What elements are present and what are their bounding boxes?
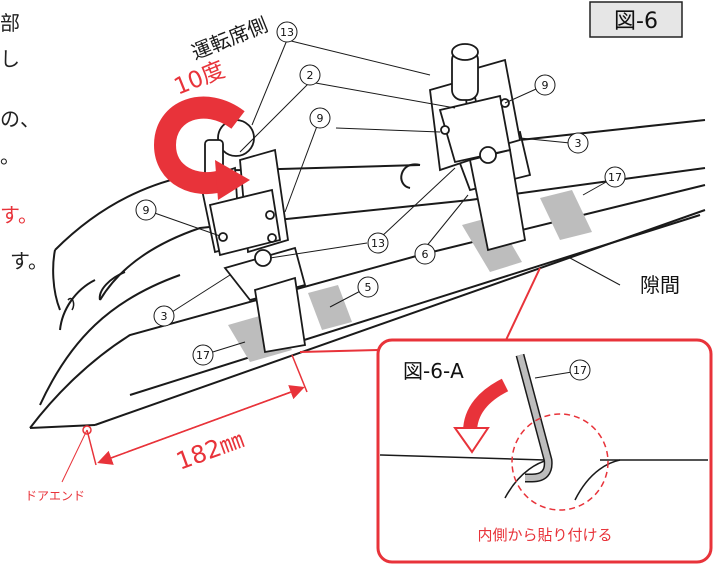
- svg-text:13: 13: [371, 237, 385, 250]
- svg-text:図-6: 図-6: [614, 9, 658, 34]
- callout: 17: [604, 166, 626, 188]
- callout: 13: [276, 21, 298, 43]
- text-fragment-red: す。: [0, 203, 38, 227]
- svg-text:3: 3: [575, 137, 582, 150]
- svg-text:2: 2: [307, 69, 314, 82]
- door-end-marker: [61, 425, 92, 483]
- gap-label: 隙間: [640, 273, 680, 297]
- svg-text:6: 6: [422, 248, 429, 261]
- inset-instruction: 内側から貼り付ける: [477, 526, 612, 544]
- door-end-label: ドアエンド: [25, 489, 85, 503]
- svg-text:17: 17: [608, 171, 622, 184]
- inset-connector: [299, 267, 541, 353]
- svg-text:13: 13: [280, 26, 294, 39]
- rotation-arrow-icon: [153, 96, 250, 200]
- callout: 2: [299, 64, 321, 86]
- svg-text:9: 9: [317, 112, 324, 125]
- svg-text:5: 5: [365, 281, 372, 294]
- inset-detail: 図-6-A 17 内側から貼り付ける: [376, 338, 713, 564]
- body-text-fragments: 部 し の、 。 す。 す。: [0, 11, 48, 273]
- svg-text:17: 17: [196, 349, 210, 362]
- callout: 9: [309, 107, 331, 129]
- text-fragment: 。: [0, 144, 20, 168]
- callout: 9: [534, 74, 556, 96]
- figure-label: 図-6: [589, 1, 683, 38]
- inset-callout: 17: [573, 364, 587, 377]
- dimension-line: [86, 354, 308, 466]
- svg-text:9: 9: [542, 79, 549, 92]
- callout: 17: [192, 344, 214, 366]
- svg-text:3: 3: [161, 310, 168, 323]
- rotation-side-label: 運転席側: [188, 12, 271, 64]
- callout: 5: [357, 276, 379, 298]
- text-fragment: の、: [0, 107, 40, 131]
- dimension-label: 182㎜: [172, 425, 247, 475]
- text-fragment: し: [0, 47, 20, 71]
- right-bracket: [429, 43, 532, 252]
- callout: 9: [135, 199, 157, 221]
- callouts: 13 2 9 9 13 9 3 6 17 5 3 17: [135, 21, 626, 366]
- callout: 6: [414, 243, 436, 265]
- leader-lines: [145, 39, 621, 356]
- callout: 13: [367, 232, 389, 254]
- inset-label: 図-6-A: [403, 359, 464, 383]
- left-bracket: [198, 119, 307, 354]
- text-fragment: す。: [10, 249, 48, 273]
- text-fragment: 部: [0, 11, 20, 35]
- callout: 3: [153, 305, 175, 327]
- svg-text:9: 9: [143, 204, 150, 217]
- press-arrow-icon: [453, 378, 509, 454]
- callout: 3: [567, 132, 589, 154]
